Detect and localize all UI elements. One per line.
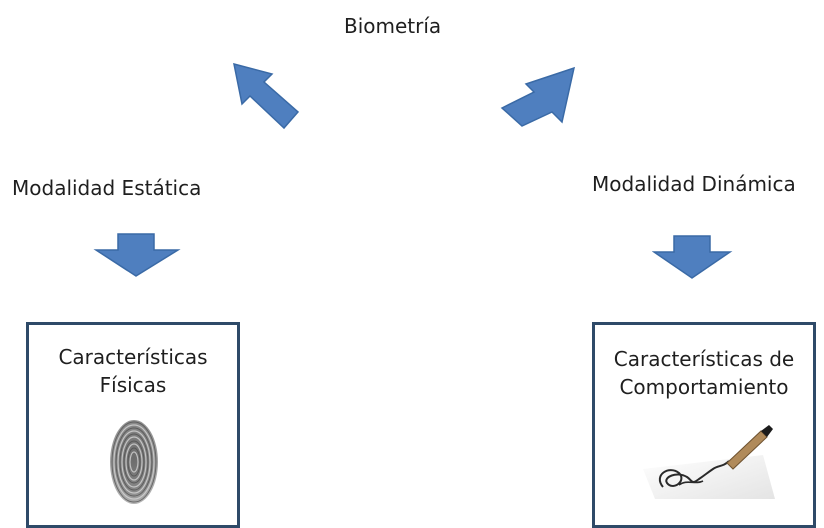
box-left-line1: Características	[58, 345, 208, 369]
behavioral-characteristics-box: Características de Comportamiento	[592, 322, 816, 528]
diagonal-arrow-right-icon	[500, 66, 576, 127]
signature-pen-icon	[643, 425, 775, 499]
root-label: Biometría	[344, 14, 442, 38]
box-right-line2: Comportamiento	[619, 375, 789, 399]
dynamic-modality-label: Modalidad Dinámica	[592, 172, 796, 196]
diagonal-arrow-left-icon	[233, 62, 300, 130]
box-right-line1: Características de	[613, 347, 795, 371]
physical-characteristics-text: Características Físicas	[29, 343, 237, 399]
fingerprint-icon	[110, 420, 158, 504]
box-left-line2: Físicas	[99, 373, 167, 397]
down-arrow-left-icon	[93, 233, 181, 277]
behavioral-characteristics-text: Características de Comportamiento	[595, 345, 813, 401]
down-arrow-right-icon	[652, 235, 733, 279]
static-modality-label: Modalidad Estática	[12, 176, 202, 200]
physical-characteristics-box: Características Físicas	[26, 322, 240, 528]
